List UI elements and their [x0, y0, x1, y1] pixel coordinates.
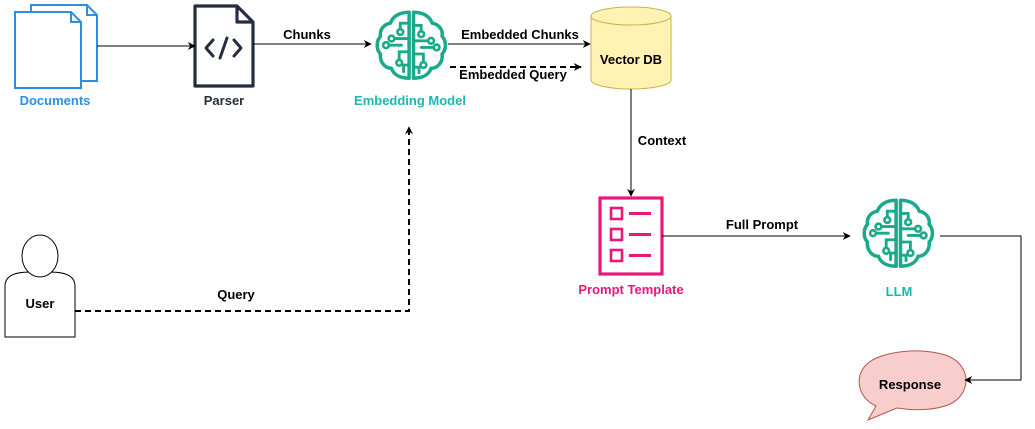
speech-bubble-icon — [858, 350, 967, 422]
person-icon — [4, 234, 76, 338]
brain-circuit-icon — [862, 198, 935, 268]
database-cylinder-icon — [590, 6, 672, 90]
edge-query — [75, 126, 413, 312]
brain-circuit-icon — [375, 10, 448, 80]
embedding-model-label: Embedding Model — [354, 93, 466, 108]
user-label: User — [25, 296, 55, 311]
edge-label-chunks: Chunks — [283, 27, 331, 42]
edges — [75, 40, 1022, 384]
checklist-icon — [598, 196, 664, 276]
parser-label: Parser — [203, 93, 245, 108]
edge-label-embedded-query: Embedded Query — [459, 67, 567, 82]
edge-label-context: Context — [637, 133, 687, 148]
code-file-icon — [193, 4, 255, 88]
llm-label: LLM — [885, 284, 913, 299]
documents-icon — [14, 4, 98, 89]
edge-label-query: Query — [217, 287, 255, 302]
prompt-template-label: Prompt Template — [578, 282, 684, 297]
documents-label: Documents — [19, 93, 91, 108]
edge-label-embedded-chunks: Embedded Chunks — [461, 27, 579, 42]
vector-db-label: Vector DB — [599, 52, 663, 67]
edge-llm-response — [940, 235, 1022, 384]
edge-label-full-prompt: Full Prompt — [725, 217, 799, 232]
response-label: Response — [878, 377, 942, 392]
